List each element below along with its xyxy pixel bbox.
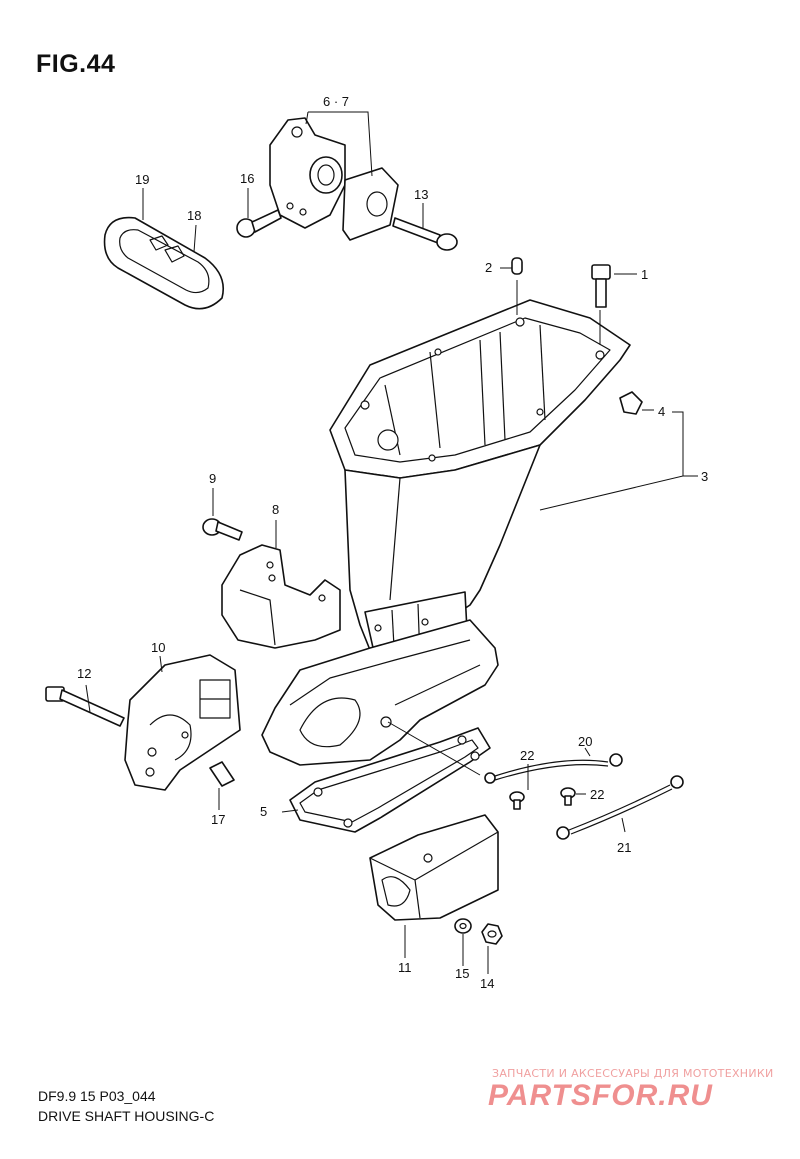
callout-labels: 1 2 3 4 5 6 · 7 8 9 10 11 12 13 14 15 16… <box>77 94 708 991</box>
drive-shaft-housing <box>261 299 631 766</box>
callout-3: 3 <box>701 469 708 484</box>
ground-wire-20 <box>484 753 623 784</box>
bolt-12 <box>45 686 125 727</box>
callout-14: 14 <box>480 976 494 991</box>
callout-4: 4 <box>658 404 665 419</box>
callout-6-7: 6 · 7 <box>323 94 349 109</box>
bracket-8 <box>221 544 341 649</box>
screw-22a <box>509 791 525 810</box>
watermark-tagline: ЗАПЧАСТИ И АКСЕССУАРЫ ДЛЯ МОТОТЕХНИКИ <box>492 1067 774 1080</box>
pin-2 <box>511 257 523 275</box>
washer-15 <box>454 918 472 934</box>
figure-caption: DRIVE SHAFT HOUSING-C <box>38 1108 215 1124</box>
callout-20: 20 <box>578 734 592 749</box>
callout-5: 5 <box>260 804 267 819</box>
callout-18: 18 <box>187 208 201 223</box>
callout-13: 13 <box>414 187 428 202</box>
callout-15: 15 <box>455 966 469 981</box>
grommet-4 <box>619 391 643 415</box>
callout-19: 19 <box>135 172 149 187</box>
nut-14 <box>481 923 503 945</box>
pin-17 <box>209 761 235 787</box>
callout-1: 1 <box>641 267 648 282</box>
lower-mount-10 <box>124 654 241 791</box>
callout-12: 12 <box>77 666 91 681</box>
callout-21: 21 <box>617 840 631 855</box>
bolt-13 <box>392 217 458 251</box>
leader-lines <box>85 111 698 974</box>
callout-11: 11 <box>398 960 412 975</box>
gasket <box>289 727 491 833</box>
watermark-logo: PARTSFOR.RU <box>488 1079 713 1112</box>
callout-22a: 22 <box>520 748 534 763</box>
callout-22b: 22 <box>590 787 604 802</box>
lower-rubber-mount-11 <box>369 814 499 921</box>
bolt-1 <box>591 264 611 308</box>
callout-9: 9 <box>209 471 216 486</box>
callout-17: 17 <box>211 812 225 827</box>
callout-2: 2 <box>485 260 492 275</box>
grommet-18-19 <box>103 216 224 310</box>
ground-wire-21 <box>556 775 684 840</box>
callout-8: 8 <box>272 502 279 517</box>
mount-bracket <box>269 117 399 241</box>
figure-title: FIG.44 <box>36 50 116 78</box>
figure-code: DF9.9 15 P03_044 <box>38 1088 156 1104</box>
callout-10: 10 <box>151 640 165 655</box>
callout-16: 16 <box>240 171 254 186</box>
bolt-16 <box>236 209 282 238</box>
bolt-9 <box>202 518 243 541</box>
screw-22b <box>560 787 576 806</box>
